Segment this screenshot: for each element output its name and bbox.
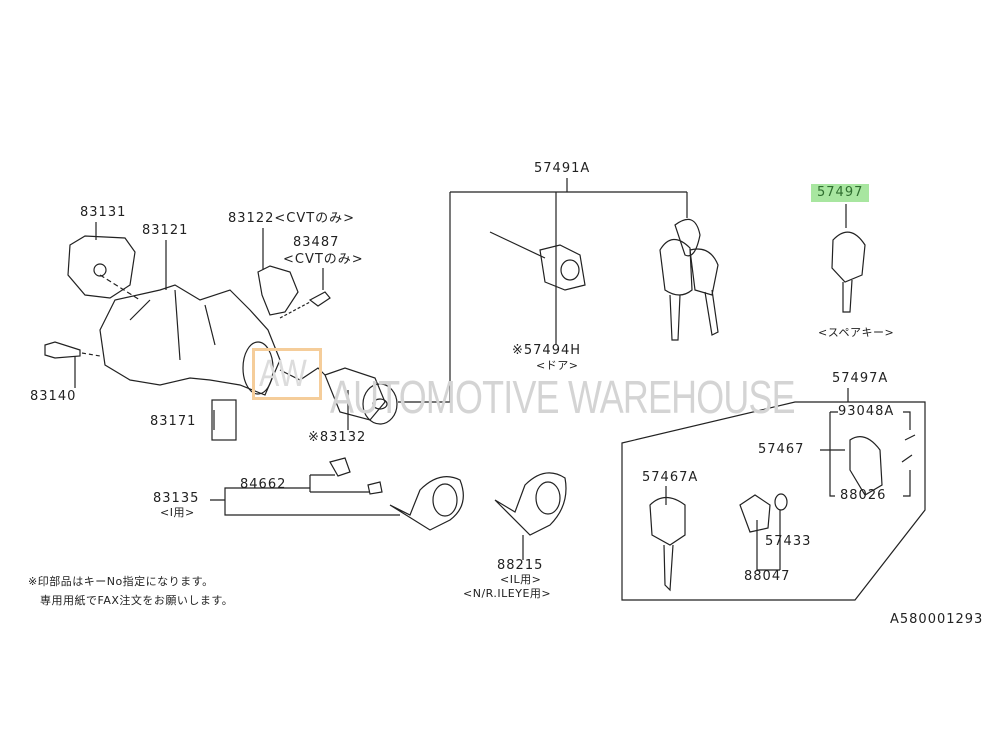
- label-93048A[interactable]: 93048A: [838, 404, 895, 419]
- ring-83135: [389, 476, 464, 531]
- label-83131[interactable]: 83131: [80, 205, 127, 220]
- label-83121[interactable]: 83121: [142, 223, 189, 238]
- label-83135[interactable]: 83135: [153, 491, 200, 506]
- leader-lines: [74, 178, 926, 601]
- door-cylinder-57494H: [489, 231, 586, 291]
- parts-88047: [739, 493, 788, 533]
- label-57494H-note: <ドア>: [536, 359, 579, 372]
- label-88215[interactable]: 88215: [497, 558, 544, 573]
- label-83487-note: <CVTのみ>: [283, 252, 364, 267]
- ignition-housing-83121: [99, 284, 281, 396]
- watermark-text: AUTOMOTIVE WAREHOUSE: [330, 371, 796, 423]
- ring-88215: [494, 472, 567, 536]
- label-57494H[interactable]: ※57494H: [512, 343, 582, 358]
- label-83135-note: <I用>: [160, 506, 195, 519]
- note-line-2: 専用用紙でFAX注文をお願いします。: [40, 594, 234, 607]
- label-84662[interactable]: 84662: [240, 477, 287, 492]
- bolt-83140: [44, 341, 101, 359]
- label-57497-highlighted[interactable]: 57497: [811, 184, 870, 202]
- note-line-1: ※印部品はキーNo指定になります。: [28, 575, 214, 588]
- spare-key-57497: [831, 231, 866, 313]
- keys-57491A: [659, 218, 719, 341]
- shell-57467: [849, 434, 916, 496]
- label-83140[interactable]: 83140: [30, 389, 77, 404]
- label-57467[interactable]: 57467: [758, 442, 805, 457]
- watermark-logo: AW: [252, 348, 322, 400]
- connector-83171: [211, 399, 237, 441]
- label-57433[interactable]: 57433: [765, 534, 812, 549]
- label-83487[interactable]: 83487: [293, 235, 340, 250]
- key-57467A: [649, 496, 686, 592]
- screw-83487: [279, 291, 331, 319]
- label-88047[interactable]: 88047: [744, 569, 791, 584]
- label-83132[interactable]: ※83132: [308, 430, 367, 445]
- label-spare-key: <スペアキー>: [818, 326, 895, 339]
- sensor-83122: [257, 265, 299, 316]
- label-83122[interactable]: 83122<CVTのみ>: [228, 211, 356, 226]
- label-57497A[interactable]: 57497A: [832, 371, 889, 386]
- label-57491A[interactable]: 57491A: [534, 161, 591, 176]
- label-57467A[interactable]: 57467A: [642, 470, 699, 485]
- watermark-logo-text: AW: [259, 353, 307, 395]
- label-88026[interactable]: 88026: [840, 488, 887, 503]
- label-83171[interactable]: 83171: [150, 414, 197, 429]
- light-84662: [329, 457, 383, 495]
- switch-83131: [67, 235, 141, 301]
- label-88215-note-il: <IL用>: [500, 573, 542, 586]
- label-88215-note-nr: <N/R.ILEYE用>: [463, 587, 552, 600]
- diagram-id: A580001293: [890, 612, 984, 627]
